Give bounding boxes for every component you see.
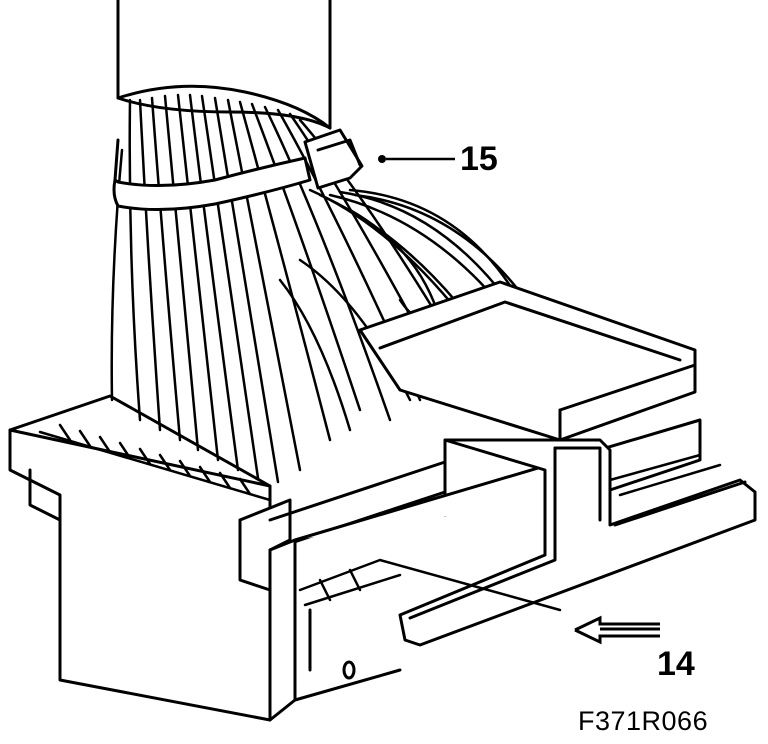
side-plate: [268, 418, 702, 722]
harness-sleeve: [116, 0, 332, 130]
slide-guides: [298, 453, 722, 612]
rear-connector-housing: [358, 280, 697, 442]
callout-15-leader: [378, 155, 455, 163]
connector-housing: [8, 394, 447, 722]
locking-slide[interactable]: [398, 438, 757, 647]
cable-tie: [112, 128, 364, 212]
callout-label-15: 15: [460, 140, 498, 178]
figure-reference: F371R066: [578, 706, 709, 736]
callout-label-14: 14: [657, 645, 695, 683]
mounting-hole: [342, 660, 356, 680]
insertion-arrow: [574, 615, 660, 645]
terminal-teeth: [38, 423, 272, 502]
